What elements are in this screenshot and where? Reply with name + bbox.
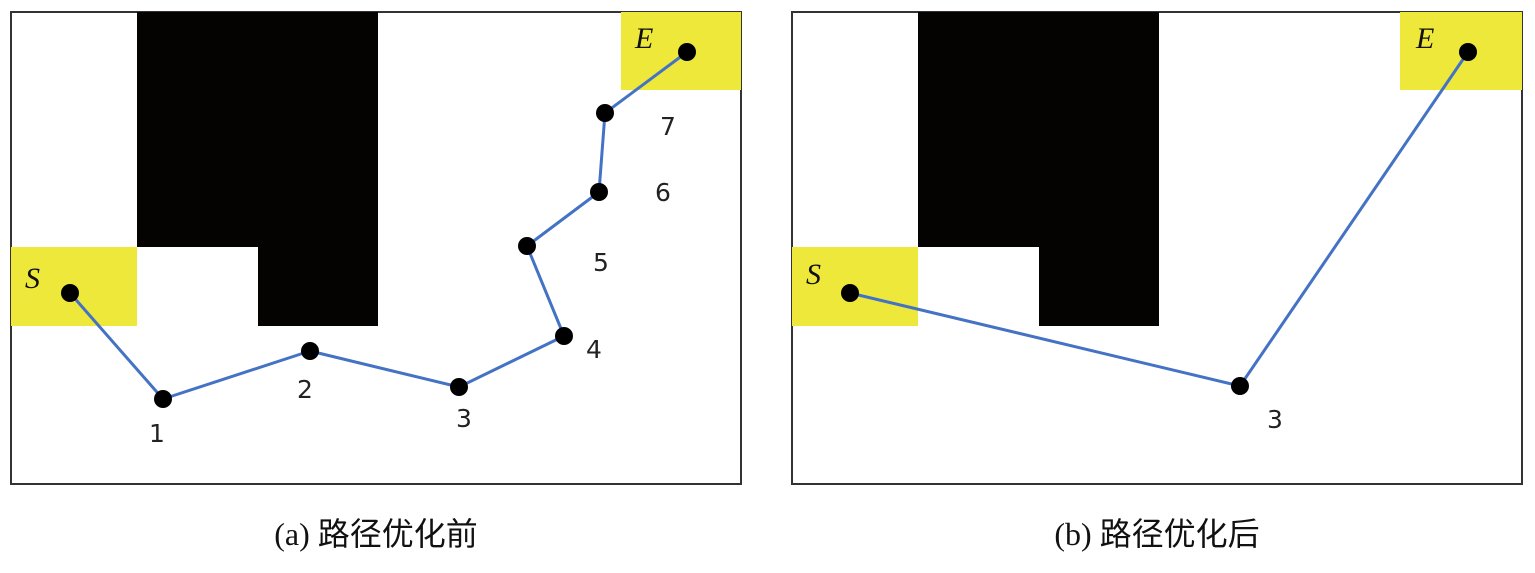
waypoint-node [1231,377,1249,395]
waypoint-node [596,104,614,122]
end-label: E [634,22,653,55]
obstacle-block [137,12,378,326]
panel-after-optimization: S E 3 [791,11,1523,485]
caption-before: (a) 路径优化前 [274,516,478,552]
waypoint-label: 3 [456,404,472,433]
grid-map-before: S E 1 2 3 4 5 6 7 [10,11,742,485]
waypoint-label: 3 [1267,405,1283,434]
waypoint-node [555,327,573,345]
start-label: S [25,262,40,295]
waypoint-node [154,390,172,408]
waypoint-node [590,183,608,201]
panel-before-optimization: S E 1 2 3 4 5 6 7 [10,11,742,485]
waypoint-node [450,378,468,396]
waypoint-label: 1 [149,419,165,448]
end-label: E [1415,22,1434,55]
waypoint-label: 2 [297,375,313,404]
start-node [61,284,79,302]
waypoint-node [301,342,319,360]
caption-after: (b) 路径优化后 [1054,516,1260,552]
end-node [678,43,696,61]
end-node [1459,43,1477,61]
waypoint-label: 5 [593,248,609,277]
start-node [841,284,859,302]
start-label: S [806,258,821,291]
waypoint-label: 6 [655,178,671,207]
waypoint-label: 4 [586,335,602,364]
waypoint-label: 7 [660,112,676,141]
grid-map-after: S E 3 [791,11,1523,485]
obstacle-block [918,12,1159,326]
waypoint-node [518,237,536,255]
